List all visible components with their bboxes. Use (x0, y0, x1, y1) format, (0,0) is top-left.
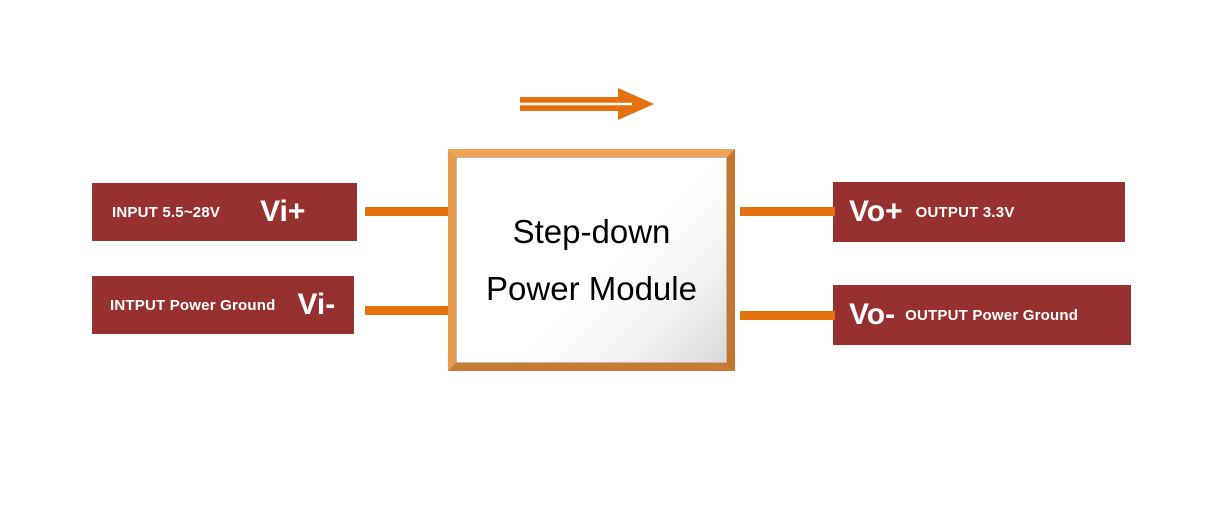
input-vi-plus-description: INPUT 5.5~28V (112, 203, 221, 221)
flow-direction-arrow (520, 86, 655, 122)
connector-vi-plus (365, 207, 450, 216)
input-vi-minus-pin: Vi- (297, 288, 336, 321)
connector-vi-minus (365, 306, 450, 315)
output-vo-minus-description: OUTPUT Power Ground (905, 306, 1079, 324)
step-down-power-module-block: Step-down Power Module (448, 149, 735, 371)
module-title-line-1: Step-down (512, 213, 671, 250)
arrow-right-outline-icon (520, 88, 654, 120)
output-vo-plus-pin: Vo+ (849, 195, 903, 228)
output-vo-plus-description: OUTPUT 3.3V (915, 203, 1015, 221)
input-label-vi-minus: INTPUT Power Ground Vi- (92, 276, 354, 334)
connector-vo-plus (740, 207, 835, 216)
connector-vo-minus (740, 311, 835, 320)
output-vo-minus-pin: Vo- (849, 298, 896, 331)
input-vi-plus-pin: Vi+ (260, 195, 306, 228)
output-label-vo-minus: Vo- OUTPUT Power Ground (833, 285, 1131, 345)
input-vi-minus-description: INTPUT Power Ground (110, 296, 276, 314)
module-title-line-2: Power Module (486, 270, 697, 307)
input-label-vi-plus: INPUT 5.5~28V Vi+ (92, 183, 357, 241)
output-label-vo-plus: Vo+ OUTPUT 3.3V (833, 182, 1125, 242)
